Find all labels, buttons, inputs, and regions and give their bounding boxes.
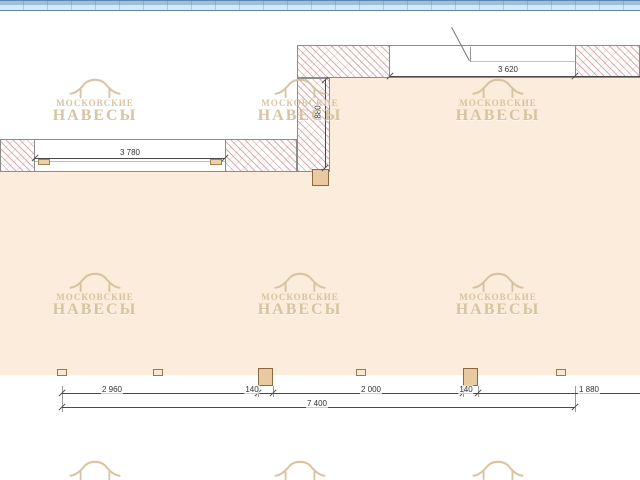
post <box>153 369 163 376</box>
window-sill-block <box>38 159 50 165</box>
dimension-label: 140 <box>244 385 260 394</box>
wall-left-stub <box>0 139 35 172</box>
watermark: МОСКОВСКИЕ НАВЕСЫ <box>245 458 355 480</box>
window-opening-top <box>390 45 575 78</box>
extension-line <box>575 386 576 412</box>
dimension-label: 2 000 <box>359 385 383 394</box>
dimension-label: 140 <box>458 385 474 394</box>
post <box>356 369 366 376</box>
watermark: МОСКОВСКИЕ НАВЕСЫ <box>40 270 150 318</box>
column <box>258 368 273 386</box>
column <box>312 169 329 186</box>
dimension-line <box>62 393 640 394</box>
canopy-icon <box>274 460 326 480</box>
window-divider-line <box>470 47 471 62</box>
dimension-label: 3 620 <box>496 65 520 74</box>
dimension-label: 7 400 <box>305 399 329 408</box>
window-sill-block <box>210 159 222 165</box>
watermark-line2: НАВЕСЫ <box>257 301 343 318</box>
canopy-icon <box>274 78 326 98</box>
watermark-line1: МОСКОВСКИЕ <box>56 98 134 108</box>
canopy-icon <box>69 460 121 480</box>
dimension-line <box>325 80 326 168</box>
glazing-band <box>0 0 640 11</box>
dimension-label: 3 780 <box>118 148 142 157</box>
watermark-line2: НАВЕСЫ <box>455 107 541 124</box>
watermark-line2: НАВЕСЫ <box>257 107 343 124</box>
watermark: МОСКОВСКИЕ НАВЕСЫ <box>443 76 553 124</box>
window-sill-line <box>470 61 575 62</box>
canopy-icon <box>472 460 524 480</box>
watermark-line1: МОСКОВСКИЕ <box>261 98 339 108</box>
wall-top-right-segment <box>575 45 640 78</box>
watermark-line1: МОСКОВСКИЕ <box>56 292 134 302</box>
dimension-label: 2 960 <box>100 385 124 394</box>
watermark: МОСКОВСКИЕ НАВЕСЫ <box>40 458 150 480</box>
canopy-icon <box>472 272 524 292</box>
extension-line <box>62 386 63 412</box>
watermark: МОСКОВСКИЕ НАВЕСЫ <box>245 270 355 318</box>
column <box>463 368 478 386</box>
post <box>57 369 67 376</box>
dimension-line <box>390 76 640 77</box>
dimension-line <box>35 158 225 159</box>
interior-area-main <box>0 172 640 375</box>
watermark-line2: НАВЕСЫ <box>52 301 138 318</box>
watermark: МОСКОВСКИЕ НАВЕСЫ <box>443 458 553 480</box>
canopy-icon <box>69 272 121 292</box>
watermark-line2: НАВЕСЫ <box>52 107 138 124</box>
canopy-icon <box>472 78 524 98</box>
watermark-line1: МОСКОВСКИЕ <box>459 292 537 302</box>
post <box>556 369 566 376</box>
watermark: МОСКОВСКИЕ НАВЕСЫ <box>40 76 150 124</box>
canopy-icon <box>274 272 326 292</box>
interior-area-upper-right <box>330 78 640 173</box>
dimension-label: 1 880 <box>577 385 601 394</box>
watermark: МОСКОВСКИЕ НАВЕСЫ <box>245 76 355 124</box>
watermark-line1: МОСКОВСКИЕ <box>261 292 339 302</box>
watermark: МОСКОВСКИЕ НАВЕСЫ <box>443 270 553 318</box>
watermark-line1: МОСКОВСКИЕ <box>459 98 537 108</box>
canopy-icon <box>69 78 121 98</box>
watermark-line2: НАВЕСЫ <box>455 301 541 318</box>
wall-left-corner <box>225 139 297 172</box>
wall-top-left-segment <box>297 45 390 78</box>
window-sill-line <box>35 161 225 162</box>
